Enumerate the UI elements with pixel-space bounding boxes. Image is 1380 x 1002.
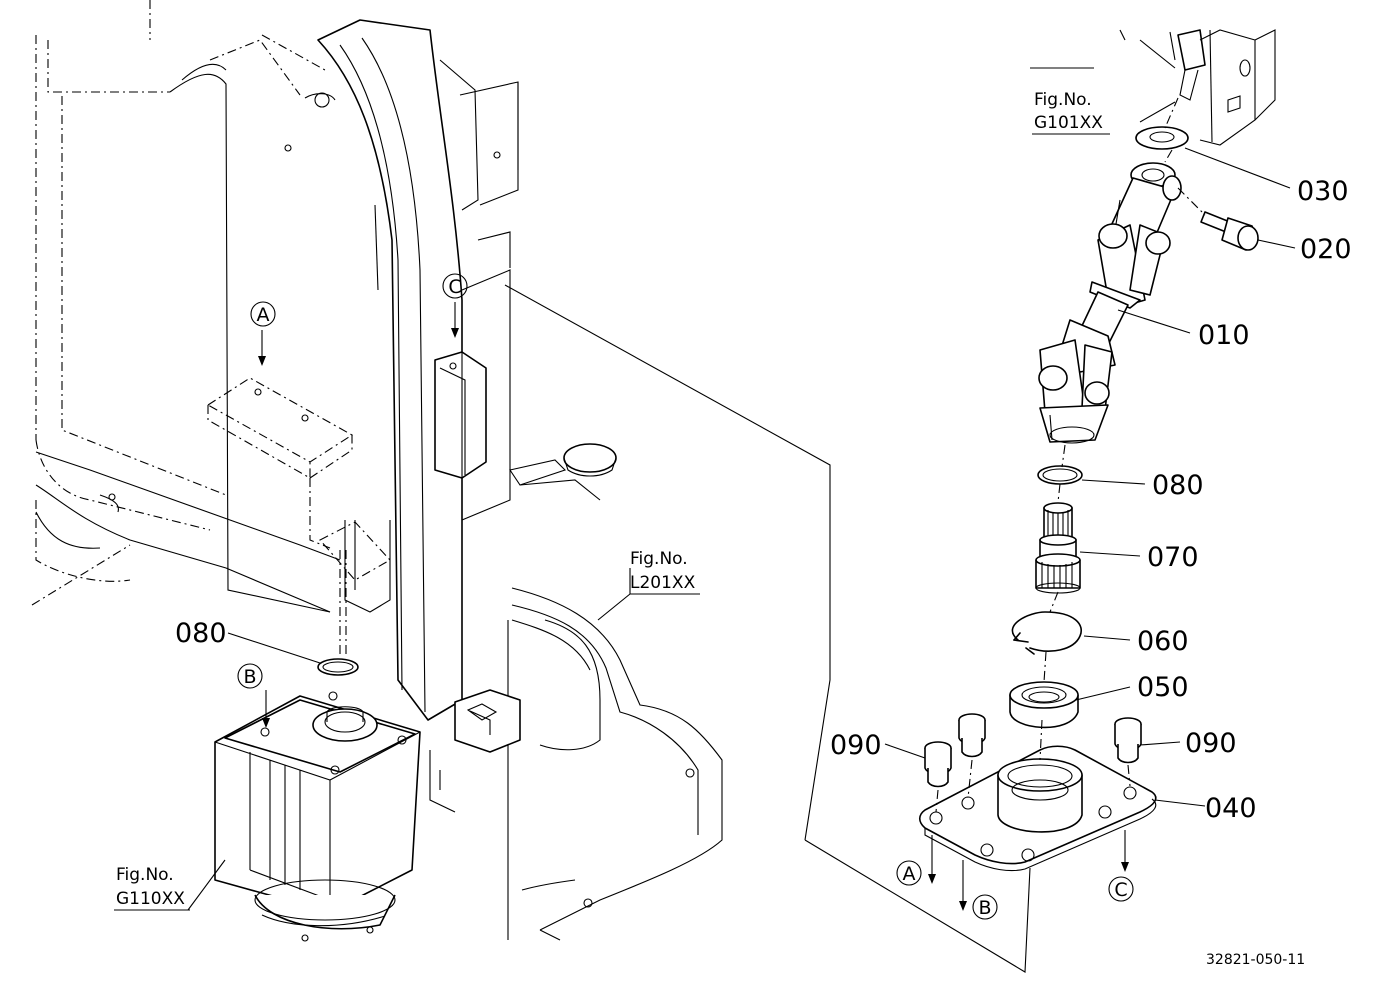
circlip bbox=[1011, 611, 1082, 655]
callout-020: 020 bbox=[1300, 234, 1352, 265]
fig-ref-g110-line1: Fig.No. bbox=[116, 865, 174, 885]
callout-080-left: 080 bbox=[175, 618, 227, 649]
callout-030: 030 bbox=[1297, 176, 1349, 207]
marker-c-label: C bbox=[448, 276, 461, 298]
bolt-090-b bbox=[958, 713, 986, 758]
marker-a-bottom: A bbox=[896, 860, 922, 886]
marker-c-bottom: C bbox=[1108, 876, 1134, 902]
leader-lines bbox=[187, 67, 1296, 911]
snap-ring-left bbox=[317, 658, 359, 676]
assembly-centerlines bbox=[804, 97, 1206, 973]
washer bbox=[1135, 126, 1189, 150]
mounting-plate bbox=[918, 745, 1157, 872]
callout-050: 050 bbox=[1137, 672, 1189, 703]
marker-a-label-bottom: A bbox=[903, 863, 916, 885]
callout-070: 070 bbox=[1147, 542, 1199, 573]
fig-ref-g101: Fig.No. G101XX bbox=[1032, 90, 1110, 135]
callout-060: 060 bbox=[1137, 626, 1189, 657]
fig-ref-g101-line2: G101XX bbox=[1034, 113, 1103, 133]
callout-090-left: 090 bbox=[830, 730, 882, 761]
fig-ref-g110-line2: G110XX bbox=[116, 889, 185, 909]
bolt-090-c bbox=[1114, 717, 1142, 764]
steering-pump-unit bbox=[214, 550, 421, 942]
snap-ring-right bbox=[1037, 465, 1083, 485]
marker-c-label-bottom: C bbox=[1114, 879, 1127, 901]
fig-ref-l201: Fig.No. L201XX bbox=[630, 549, 696, 593]
marker-b-label: B bbox=[243, 666, 256, 688]
callout-010: 010 bbox=[1198, 320, 1250, 351]
fig-ref-g101-line1: Fig.No. bbox=[1034, 90, 1092, 110]
marker-b-bottom: B bbox=[972, 894, 998, 920]
marker-c-top: C bbox=[442, 273, 468, 299]
clamp-bolt bbox=[1200, 211, 1259, 251]
splined-shaft bbox=[1035, 502, 1081, 594]
fig-ref-l201-line1: Fig.No. bbox=[630, 549, 688, 569]
universal-joint-shaft bbox=[1038, 162, 1182, 444]
drawing-number: 32821-050-11 bbox=[1206, 952, 1305, 968]
ball-bearing bbox=[1009, 681, 1079, 729]
frame-structure bbox=[31, 0, 831, 941]
callout-090-right: 090 bbox=[1185, 728, 1237, 759]
fig-ref-l201-line2: L201XX bbox=[630, 573, 696, 593]
bolt-090-a bbox=[924, 741, 952, 788]
marker-arrows bbox=[258, 302, 1129, 911]
callout-080-right: 080 bbox=[1152, 470, 1204, 501]
marker-b-left: B bbox=[237, 663, 263, 689]
marker-a-label: A bbox=[257, 304, 270, 326]
marker-b-label-bottom: B bbox=[978, 897, 991, 919]
plate-bolts bbox=[924, 713, 1142, 788]
fig-ref-g110: Fig.No. G110XX bbox=[114, 865, 190, 911]
callout-040: 040 bbox=[1205, 793, 1257, 824]
upper-column-end bbox=[1119, 29, 1276, 146]
marker-a-top: A bbox=[250, 301, 276, 327]
